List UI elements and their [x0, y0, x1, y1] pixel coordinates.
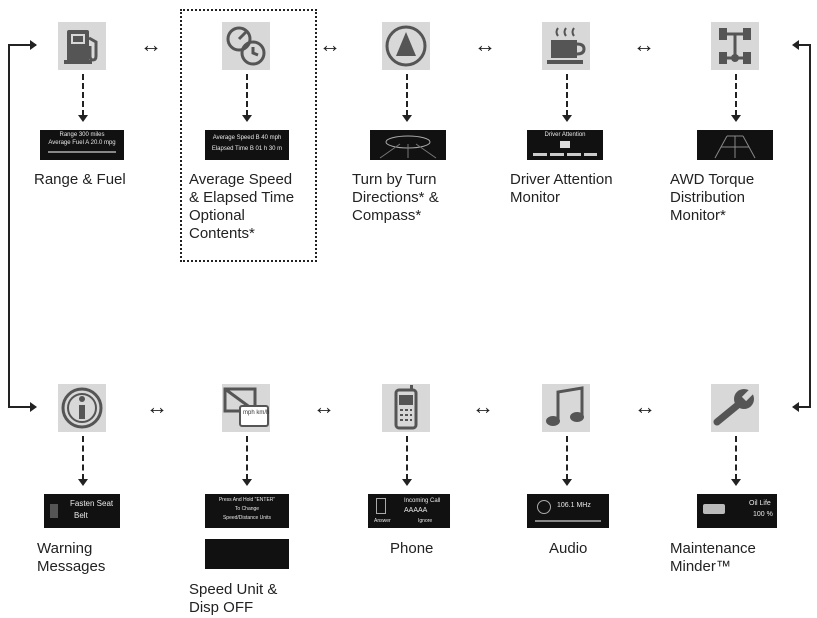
awd-drivetrain-icon: [711, 22, 759, 70]
fuel-pump-icon: [58, 22, 106, 70]
connector-dash: [735, 74, 737, 116]
connector-arrowhead: [731, 479, 741, 486]
average-speed-icon: [222, 22, 270, 70]
info-icon: [58, 384, 106, 432]
cycle-arrow-6: ↔: [313, 394, 335, 419]
connector-dash: [246, 74, 248, 116]
cycle-arrow-5: ↔: [146, 394, 168, 419]
range-fuel-screen: Range 300 miles Average Fuel A 20.0 mpg: [40, 130, 124, 160]
audio-label: Audio: [549, 540, 588, 557]
average-speed-screen: Average Speed B 40 mph Elapsed Time B 01…: [205, 130, 289, 160]
cycle-arrow-4: ↔: [633, 32, 655, 57]
left-loop-arrow-top: [30, 40, 37, 50]
cycle-arrow-8: ↔: [634, 394, 656, 419]
driver-attention-screen: Driver Attention: [527, 130, 603, 160]
connector-arrowhead: [242, 115, 252, 122]
connector-dash: [406, 74, 408, 116]
cycle-arrow-3: ↔: [474, 32, 496, 57]
connector-dash: [246, 436, 248, 480]
speed-unit-label: Speed Unit & Disp OFF: [189, 581, 278, 616]
cycle-arrow-1: ↔: [140, 32, 162, 57]
compass-screen: [370, 130, 446, 160]
range-fuel-label: Range & Fuel: [34, 171, 126, 188]
connector-arrowhead: [78, 479, 88, 486]
driver-attention-label: Driver Attention Monitor: [510, 171, 613, 206]
phone-icon: [382, 384, 430, 432]
cycle-arrow-2: ↔: [319, 32, 341, 57]
connector-arrowhead: [242, 479, 252, 486]
speed-unit-screen: Press And Hold "ENTER" To Change Speed/D…: [205, 494, 289, 528]
left-loop-arrow-bottom: [30, 402, 37, 412]
connector-arrowhead: [402, 479, 412, 486]
left-loop-line: [8, 44, 36, 408]
connector-arrowhead: [562, 479, 572, 486]
connector-dash: [566, 74, 568, 116]
turn-by-turn-label: Turn by Turn Directions* & Compass*: [352, 171, 439, 224]
warning-messages-label: Warning Messages: [37, 540, 106, 575]
right-loop-arrow-bottom: [792, 402, 799, 412]
phone-screen: Incoming Call AAAAA Answer Ignore: [368, 494, 450, 528]
connector-dash: [735, 436, 737, 480]
right-loop-arrow-top: [792, 40, 799, 50]
connector-dash: [406, 436, 408, 480]
connector-dash: [82, 74, 84, 116]
wrench-icon: [711, 384, 759, 432]
display-off-screen: [205, 539, 289, 569]
connector-arrowhead: [402, 115, 412, 122]
compass-icon: [382, 22, 430, 70]
right-loop-line: [797, 44, 811, 408]
audio-screen: 106.1 MHz: [527, 494, 609, 528]
cycle-arrow-7: ↔: [472, 394, 494, 419]
connector-arrowhead: [562, 115, 572, 122]
awd-torque-screen: [697, 130, 773, 160]
average-speed-label: Average Speed & Elapsed Time Optional Co…: [189, 171, 295, 242]
oil-life-screen: Oil Life 100 %: [697, 494, 777, 528]
music-note-icon: [542, 384, 590, 432]
phone-label: Phone: [390, 540, 434, 557]
connector-dash: [566, 436, 568, 480]
maintenance-minder-label: Maintenance Minder™: [670, 540, 756, 575]
warning-screen: Fasten Seat Belt: [44, 494, 120, 528]
selected-item-highlight: [180, 9, 317, 262]
connector-arrowhead: [731, 115, 741, 122]
coffee-cup-icon: [542, 22, 590, 70]
connector-arrowhead: [78, 115, 88, 122]
awd-torque-label: AWD Torque Distribution Monitor*: [670, 171, 755, 224]
connector-dash: [82, 436, 84, 480]
speed-unit-icon: mph km/h: [222, 384, 270, 432]
